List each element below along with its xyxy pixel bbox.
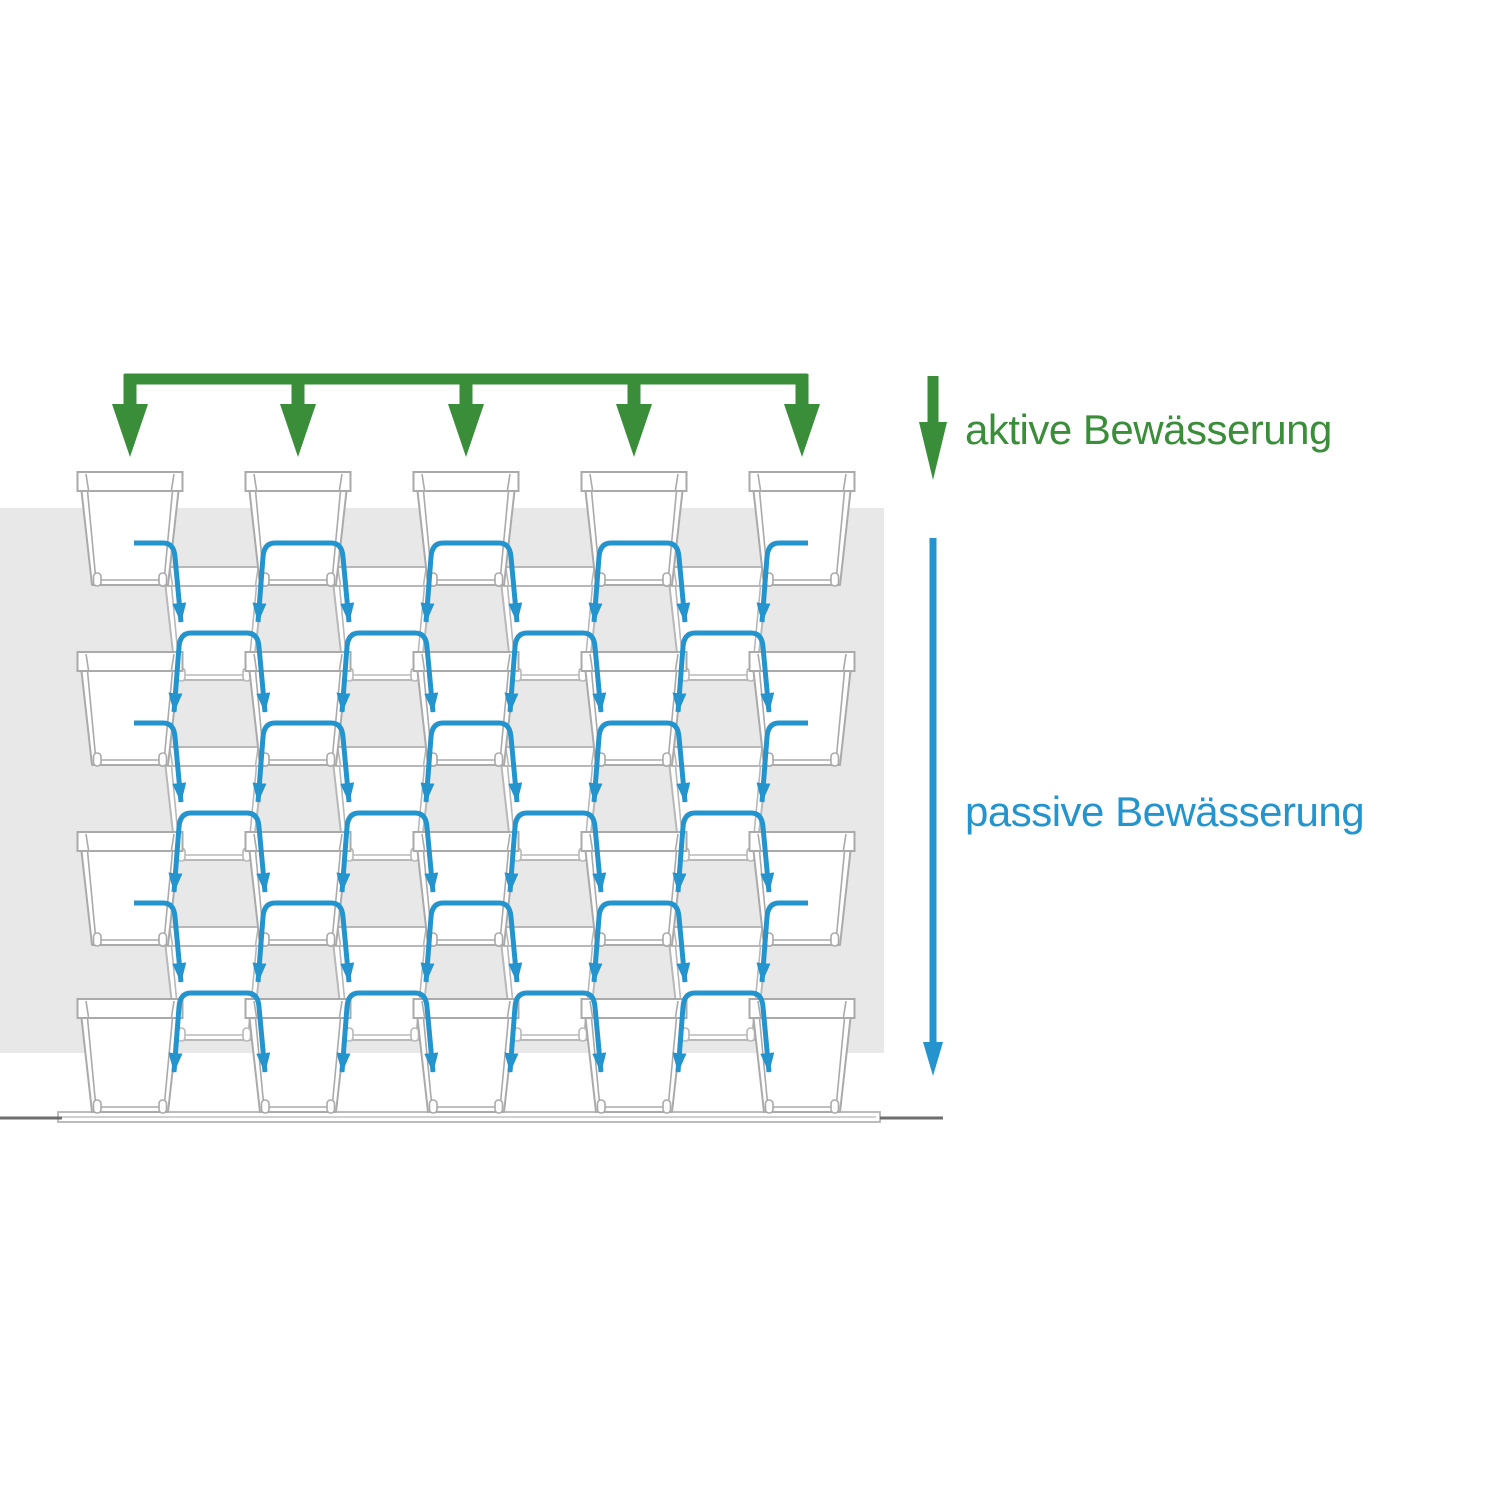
pot-foot-notch — [428, 1099, 438, 1114]
plant-pot — [580, 651, 688, 767]
plant-pot — [244, 831, 352, 947]
pot-foot-notch — [410, 1027, 420, 1042]
pot-foot-notch — [494, 1099, 504, 1114]
plant-pot — [244, 998, 352, 1114]
plant-pot — [580, 831, 688, 947]
water-flow-path — [420, 900, 523, 983]
water-flow-path — [134, 540, 187, 623]
water-flow-path — [252, 540, 355, 623]
plant-pot — [244, 471, 352, 587]
green-down-arrow-icon — [919, 376, 947, 480]
pot-foot-notch — [326, 752, 336, 767]
pot-foot-notch — [260, 1099, 270, 1114]
passive-irrigation-legend: passive Bewässerung — [923, 538, 1365, 1076]
water-flow-path — [420, 540, 523, 623]
pot-foot-notch — [662, 932, 672, 947]
water-flow-path — [672, 810, 775, 893]
pot-foot-notch — [662, 572, 672, 587]
water-flow-path — [588, 540, 691, 623]
pot-foot-notch — [242, 1027, 252, 1042]
water-flow-path — [168, 630, 271, 713]
water-flow-path — [756, 900, 808, 983]
water-flow-path — [588, 720, 691, 803]
plant-pot — [244, 651, 352, 767]
plant-pot — [412, 998, 520, 1114]
pot-foot-notch — [662, 752, 672, 767]
water-flow-path — [588, 900, 691, 983]
pot-foot-notch — [746, 1027, 756, 1042]
water-flow-path — [672, 990, 775, 1073]
pot-foot-notch — [830, 1099, 840, 1114]
active-irrigation-legend: aktive Bewässerung — [919, 376, 1332, 480]
water-flow-path — [672, 630, 775, 713]
pot-foot-notch — [764, 1099, 774, 1114]
plant-pot — [748, 831, 856, 947]
water-flow-path — [504, 810, 607, 893]
water-flow-path — [252, 900, 355, 983]
water-flow-path — [252, 720, 355, 803]
plant-pot — [76, 651, 184, 767]
water-flow-path — [504, 630, 607, 713]
pot-foot-notch — [326, 1099, 336, 1114]
base-tray — [57, 1111, 881, 1123]
pot-foot-notch — [596, 1099, 606, 1114]
pot-foot-notch — [494, 932, 504, 947]
water-flow-path — [504, 990, 607, 1073]
water-flow-path — [336, 810, 439, 893]
pot-foot-notch — [92, 752, 102, 767]
pot-foot-notch — [158, 1099, 168, 1114]
pot-foot-notch — [92, 572, 102, 587]
pot-foot-notch — [158, 932, 168, 947]
manifold-arrow-icon — [616, 404, 652, 457]
water-flow-path — [756, 720, 808, 803]
water-flow-path — [168, 810, 271, 893]
pot-foot-notch — [830, 572, 840, 587]
pot-foot-notch — [158, 752, 168, 767]
plant-pot — [76, 998, 184, 1114]
pot-foot-notch — [158, 572, 168, 587]
pot-foot-notch — [92, 932, 102, 947]
plant-pot — [580, 998, 688, 1114]
water-flow-path — [134, 720, 187, 803]
blue-down-arrow-icon — [923, 538, 943, 1076]
plant-pot — [412, 831, 520, 947]
water-flow-path — [756, 540, 808, 623]
pot-foot-notch — [326, 572, 336, 587]
manifold-arrow-icon — [448, 404, 484, 457]
plant-pot — [580, 471, 688, 587]
pot-foot-notch — [326, 932, 336, 947]
pot-foot-notch — [494, 752, 504, 767]
pot-foot-notch — [92, 1099, 102, 1114]
plant-pot — [76, 471, 184, 587]
plant-pot — [76, 831, 184, 947]
pot-foot-notch — [830, 932, 840, 947]
plant-pot — [748, 651, 856, 767]
water-flow-path — [336, 630, 439, 713]
pot-foot-notch — [494, 572, 504, 587]
passive-irrigation-label: passive Bewässerung — [965, 788, 1364, 835]
active-irrigation-label: aktive Bewässerung — [965, 406, 1332, 453]
pot-foot-notch — [830, 752, 840, 767]
manifold-arrow-icon — [280, 404, 316, 457]
manifold-arrow-icon — [784, 404, 820, 457]
manifold-arrow-icon — [112, 404, 148, 457]
plant-pot — [412, 651, 520, 767]
passive-water-flow-lattice — [134, 540, 808, 1073]
water-flow-path — [134, 900, 187, 983]
water-flow-path — [168, 990, 271, 1073]
water-flow-path — [336, 990, 439, 1073]
pot-foot-notch — [578, 1027, 588, 1042]
pot-foot-notch — [662, 1099, 672, 1114]
water-flow-path — [420, 720, 523, 803]
plant-pot — [748, 998, 856, 1114]
active-irrigation-manifold — [112, 373, 820, 457]
